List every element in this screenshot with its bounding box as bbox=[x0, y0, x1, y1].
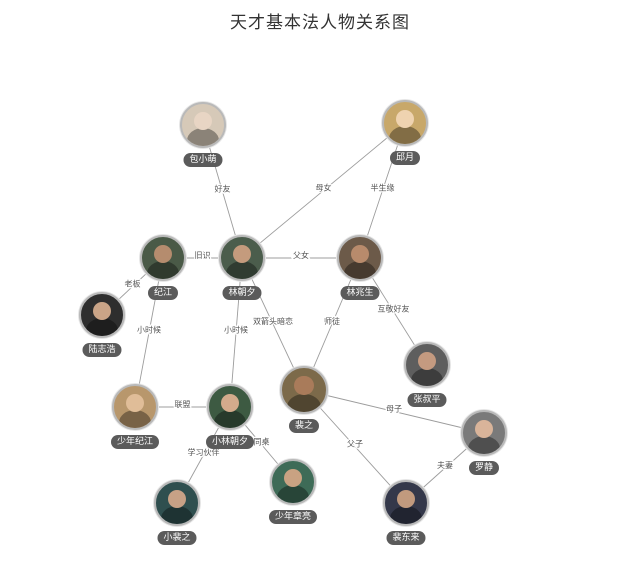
edge-label: 半生缘 bbox=[371, 183, 395, 193]
portrait-head-icon bbox=[474, 419, 494, 439]
portrait-head-icon bbox=[417, 351, 437, 371]
edge-label: 联盟 bbox=[175, 400, 191, 409]
node-label-qiu[interactable]: 邱月 bbox=[389, 151, 421, 165]
avatar-xlzx[interactable] bbox=[207, 384, 253, 430]
edge-label: 双箭头暗恋 bbox=[253, 316, 293, 326]
avatar-luojing[interactable] bbox=[461, 410, 507, 456]
node-label-lzx[interactable]: 林朝夕 bbox=[222, 286, 262, 300]
edge-qiu-lzx bbox=[241, 122, 406, 259]
portrait-body-icon bbox=[411, 368, 443, 386]
edge-pei-pdl bbox=[303, 389, 407, 504]
edge-label: 老板 bbox=[125, 279, 141, 289]
portrait-head-icon bbox=[396, 489, 416, 509]
portrait-head-icon bbox=[193, 111, 213, 131]
portrait-head-icon bbox=[232, 244, 252, 264]
portrait-head-icon bbox=[283, 468, 303, 488]
avatar-pdl[interactable] bbox=[383, 480, 429, 526]
edge-label: 夫妻 bbox=[437, 460, 453, 470]
node-label-luzh[interactable]: 陆志浩 bbox=[82, 343, 122, 357]
portrait-body-icon bbox=[344, 261, 376, 279]
edge-label: 互敬好友 bbox=[378, 304, 410, 314]
node-label-snjj[interactable]: 少年纪江 bbox=[110, 435, 160, 449]
portrait-body-icon bbox=[390, 506, 422, 524]
node-label-zsp[interactable]: 张叔平 bbox=[407, 393, 447, 407]
edge-pei-luojing bbox=[303, 389, 485, 434]
node-label-lzs[interactable]: 林兆生 bbox=[340, 286, 380, 300]
portrait-body-icon bbox=[468, 436, 500, 454]
avatar-pei[interactable] bbox=[280, 366, 328, 414]
edge-label: 师徒 bbox=[324, 316, 340, 326]
edge-label: 小时候 bbox=[137, 325, 161, 335]
edge-label: 父子 bbox=[347, 440, 363, 449]
portrait-body-icon bbox=[389, 126, 421, 144]
portrait-body-icon bbox=[86, 318, 118, 336]
portrait-body-icon bbox=[226, 261, 258, 279]
node-label-sn_zl[interactable]: 少年章亮 bbox=[268, 510, 318, 524]
portrait-head-icon bbox=[153, 244, 173, 264]
portrait-body-icon bbox=[214, 410, 246, 428]
node-label-xpz[interactable]: 小裴之 bbox=[157, 531, 197, 545]
node-label-luojing[interactable]: 罗静 bbox=[468, 461, 500, 475]
portrait-body-icon bbox=[161, 506, 193, 524]
node-label-jijiang[interactable]: 纪江 bbox=[147, 286, 179, 300]
node-label-bao[interactable]: 包小萌 bbox=[183, 153, 223, 167]
edge-label: 父女 bbox=[293, 250, 309, 260]
avatar-qiu[interactable] bbox=[382, 100, 428, 146]
avatar-sn_zl[interactable] bbox=[270, 459, 316, 505]
edge-label: 同桌 bbox=[254, 437, 270, 447]
portrait-body-icon bbox=[277, 485, 309, 503]
edge-label: 好友 bbox=[215, 184, 231, 194]
edge-lzx-xlzx bbox=[229, 257, 243, 408]
edge-label: 母女 bbox=[316, 183, 332, 193]
portrait-head-icon bbox=[220, 393, 240, 413]
node-label-xlzx[interactable]: 小林朝夕 bbox=[205, 435, 255, 449]
portrait-head-icon bbox=[125, 393, 145, 413]
graph-title: 天才基本法人物关系图 bbox=[230, 13, 410, 33]
node-label-pei[interactable]: 裴之 bbox=[288, 419, 320, 433]
portrait-head-icon bbox=[395, 109, 415, 129]
portrait-body-icon bbox=[287, 393, 321, 412]
portrait-head-icon bbox=[167, 489, 187, 509]
edge-jijiang-snjj bbox=[134, 257, 164, 408]
avatar-snjj[interactable] bbox=[112, 384, 158, 430]
avatar-jijiang[interactable] bbox=[140, 235, 186, 281]
portrait-body-icon bbox=[147, 261, 179, 279]
portrait-head-icon bbox=[92, 301, 112, 321]
edge-label: 小时候 bbox=[224, 325, 248, 335]
avatar-bao[interactable] bbox=[180, 102, 226, 148]
avatar-xpz[interactable] bbox=[154, 480, 200, 526]
avatar-luzh[interactable] bbox=[79, 292, 125, 338]
portrait-head-icon bbox=[294, 375, 314, 396]
avatar-lzs[interactable] bbox=[337, 235, 383, 281]
portrait-head-icon bbox=[350, 244, 370, 264]
portrait-body-icon bbox=[119, 410, 151, 428]
portrait-body-icon bbox=[187, 128, 219, 146]
node-label-pdl[interactable]: 裴东来 bbox=[386, 531, 426, 545]
edge-label: 母子 bbox=[386, 405, 402, 414]
avatar-zsp[interactable] bbox=[404, 342, 450, 388]
edge-label: 旧识 bbox=[195, 251, 211, 260]
avatar-lzx[interactable] bbox=[219, 235, 265, 281]
